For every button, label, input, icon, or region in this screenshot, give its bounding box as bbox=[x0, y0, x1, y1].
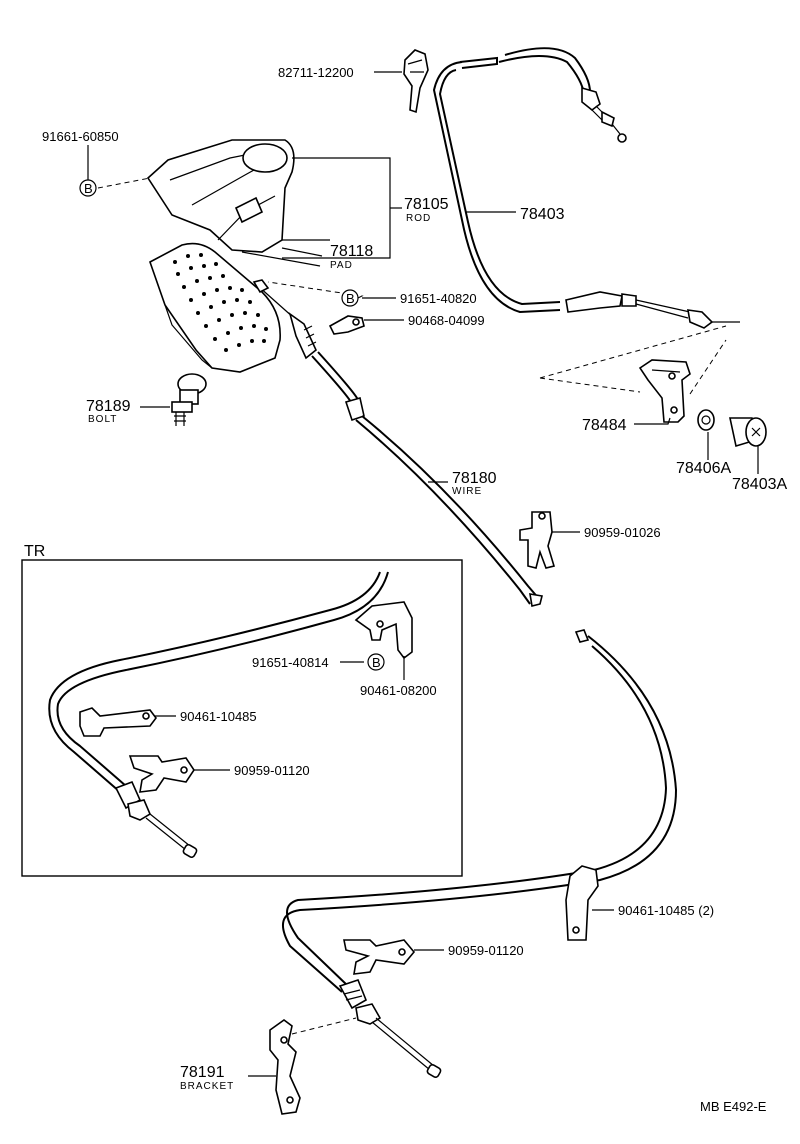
label-90461-10485-2: 90461-10485 (2) bbox=[618, 903, 714, 918]
clip-90468 bbox=[328, 315, 365, 335]
label-78484: 78484 bbox=[582, 417, 627, 434]
label-78403: 78403 bbox=[520, 206, 565, 223]
bracket-78191 bbox=[269, 1019, 301, 1115]
clip-90959-01026 bbox=[519, 511, 556, 569]
b-marker-91651-40820: B bbox=[341, 289, 359, 307]
label-90959-01026: 90959-01026 bbox=[584, 525, 661, 540]
tr-inset: TR bbox=[21, 543, 463, 877]
part-labels: 82711-12200 91661-60850 78105 ROD 78118 … bbox=[42, 65, 787, 1114]
clamp-90461-10485-2 bbox=[565, 865, 599, 941]
b-marker-91661: B bbox=[79, 179, 97, 197]
label-82711-12200: 82711-12200 bbox=[278, 65, 354, 80]
pedal-wire-78180 bbox=[252, 279, 543, 607]
nut-78406a bbox=[697, 409, 715, 431]
clip-90959-01120 bbox=[343, 939, 416, 975]
label-78191-bracket: BRACKET bbox=[180, 1081, 234, 1092]
label-90461-10485-tr: 90461-10485 bbox=[180, 709, 257, 724]
label-78189: 78189 bbox=[86, 398, 131, 415]
label-78105: 78105 bbox=[404, 196, 449, 213]
lower-cable bbox=[281, 629, 678, 1079]
b-marker-label: B bbox=[84, 181, 93, 196]
label-78406a: 78406A bbox=[676, 460, 731, 477]
tr-inset-title: TR bbox=[24, 543, 45, 560]
footer-code: MB E492-E bbox=[700, 1099, 767, 1114]
pedal-rod-assembly bbox=[146, 139, 295, 253]
label-91651-40820: 91651-40820 bbox=[400, 291, 477, 306]
label-90959-01120: 90959-01120 bbox=[448, 943, 524, 958]
bracket-78484 bbox=[638, 359, 691, 423]
label-78180: 78180 bbox=[452, 470, 497, 487]
label-90468-04099: 90468-04099 bbox=[408, 313, 485, 328]
label-78180-wire: WIRE bbox=[452, 486, 482, 497]
label-78118: 78118 bbox=[330, 243, 373, 260]
label-90461-08200: 90461-08200 bbox=[360, 683, 437, 698]
label-78189-bolt: BOLT bbox=[88, 414, 117, 425]
b-marker-91651-40814: B bbox=[367, 653, 385, 671]
b-marker-label: B bbox=[346, 291, 355, 306]
label-91651-40814: 91651-40814 bbox=[252, 655, 329, 670]
label-91661-60850: 91661-60850 bbox=[42, 129, 119, 144]
label-90959-01120-tr: 90959-01120 bbox=[234, 763, 310, 778]
clip-82711 bbox=[403, 49, 429, 114]
throttle-cable-78403 bbox=[432, 47, 740, 329]
b-marker-label: B bbox=[372, 655, 381, 670]
knob-78403a bbox=[729, 417, 767, 448]
label-78191: 78191 bbox=[180, 1064, 225, 1081]
label-78105-rod: ROD bbox=[406, 213, 431, 224]
label-78118-pad: PAD bbox=[330, 260, 353, 271]
pedal-pad bbox=[149, 242, 281, 373]
leader-lines bbox=[87, 71, 759, 1077]
label-78403a: 78403A bbox=[732, 476, 787, 493]
bolt-78189 bbox=[171, 373, 207, 426]
